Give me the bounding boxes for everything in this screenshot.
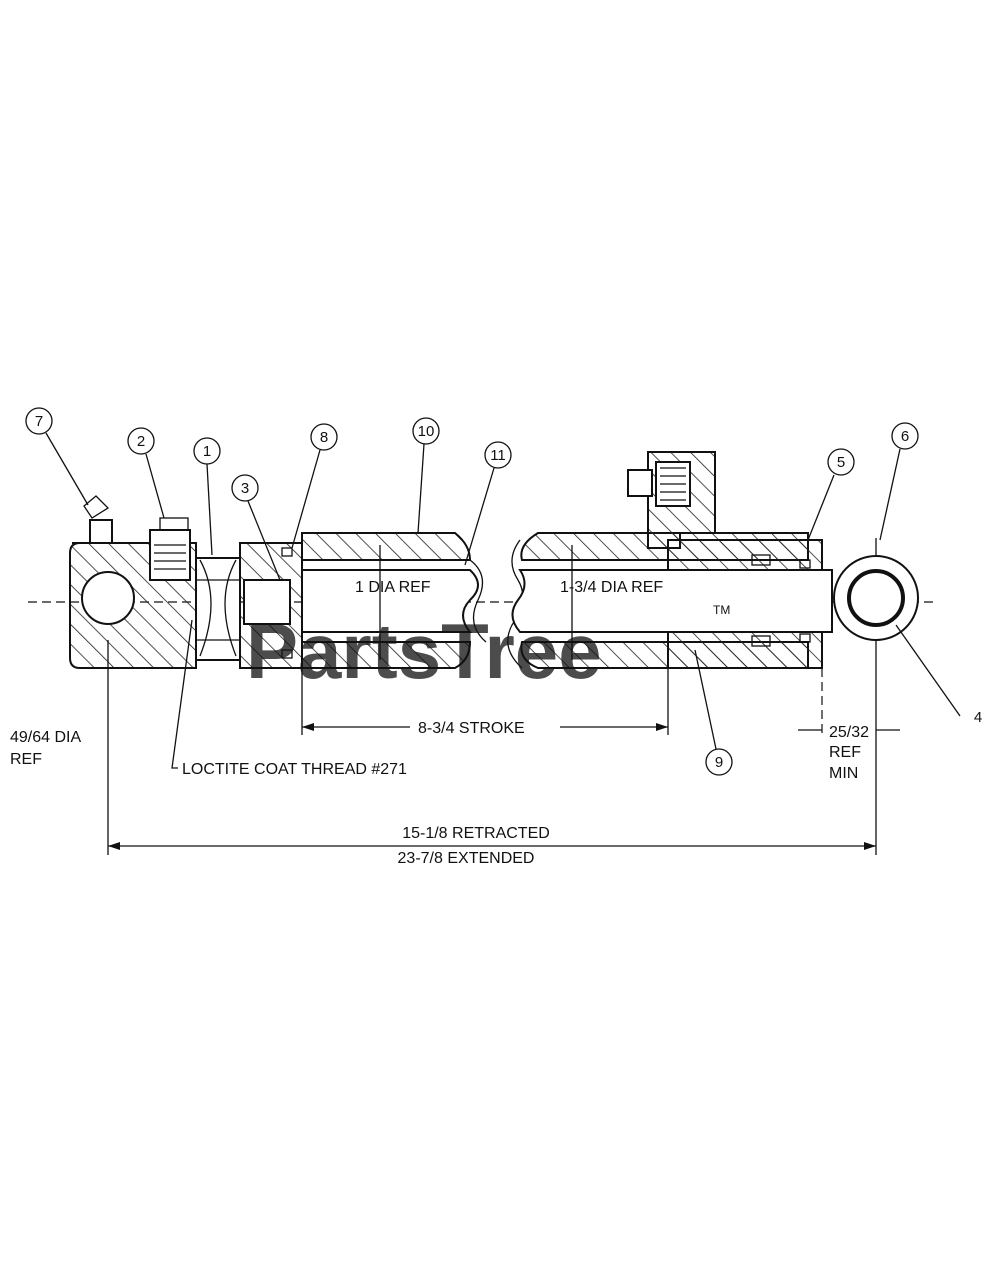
pin-diameter-label-2: REF [10, 751, 42, 768]
stroke-dimension: 8-3/4 STROKE [418, 720, 525, 737]
clevis-end-block [69, 495, 197, 669]
watermark-tm: TM [713, 603, 730, 617]
callout-3: 3 [241, 480, 249, 497]
callout-1: 1 [203, 443, 211, 460]
callouts [25, 407, 961, 776]
ref-min-dimension-1: 25/32 [829, 724, 869, 741]
relief-valve [149, 529, 191, 581]
callout-6: 6 [901, 428, 909, 445]
callout-10: 10 [418, 423, 435, 440]
rod-diameter-label: 1 DIA REF [355, 579, 431, 596]
pin-diameter-label-1: 49/64 DIA [10, 729, 81, 746]
callout-9: 9 [715, 754, 723, 771]
rod-nut [195, 557, 241, 661]
loctite-note: LOCTITE COAT THREAD #271 [182, 761, 407, 778]
barrel-tube-left [301, 532, 472, 669]
piston-rod-right [511, 569, 833, 633]
piston [239, 542, 303, 669]
ref-min-dimension-3: MIN [829, 765, 858, 782]
callout-11: 11 [490, 447, 506, 464]
ref-min-dimension-2: REF [829, 744, 861, 761]
retracted-length: 15-1/8 RETRACTED [402, 825, 550, 842]
bore-diameter-label: 1-3/4 DIA REF [560, 579, 663, 596]
piston-rod-left [301, 569, 479, 633]
break-line [469, 559, 487, 643]
dimension-lines [107, 545, 900, 855]
callout-5: 5 [837, 454, 845, 471]
callout-2: 2 [137, 433, 145, 450]
watermark-logo: PartsTree [246, 607, 602, 695]
callout-7: 7 [35, 413, 43, 430]
rod-eye [833, 538, 919, 641]
extended-length: 23-7/8 EXTENDED [398, 850, 535, 867]
clevis-pin-hole [81, 571, 135, 625]
callout-4: 4 [974, 709, 982, 726]
callout-8: 8 [320, 429, 328, 446]
port-fitting [627, 451, 716, 549]
grease-fitting [89, 519, 113, 544]
